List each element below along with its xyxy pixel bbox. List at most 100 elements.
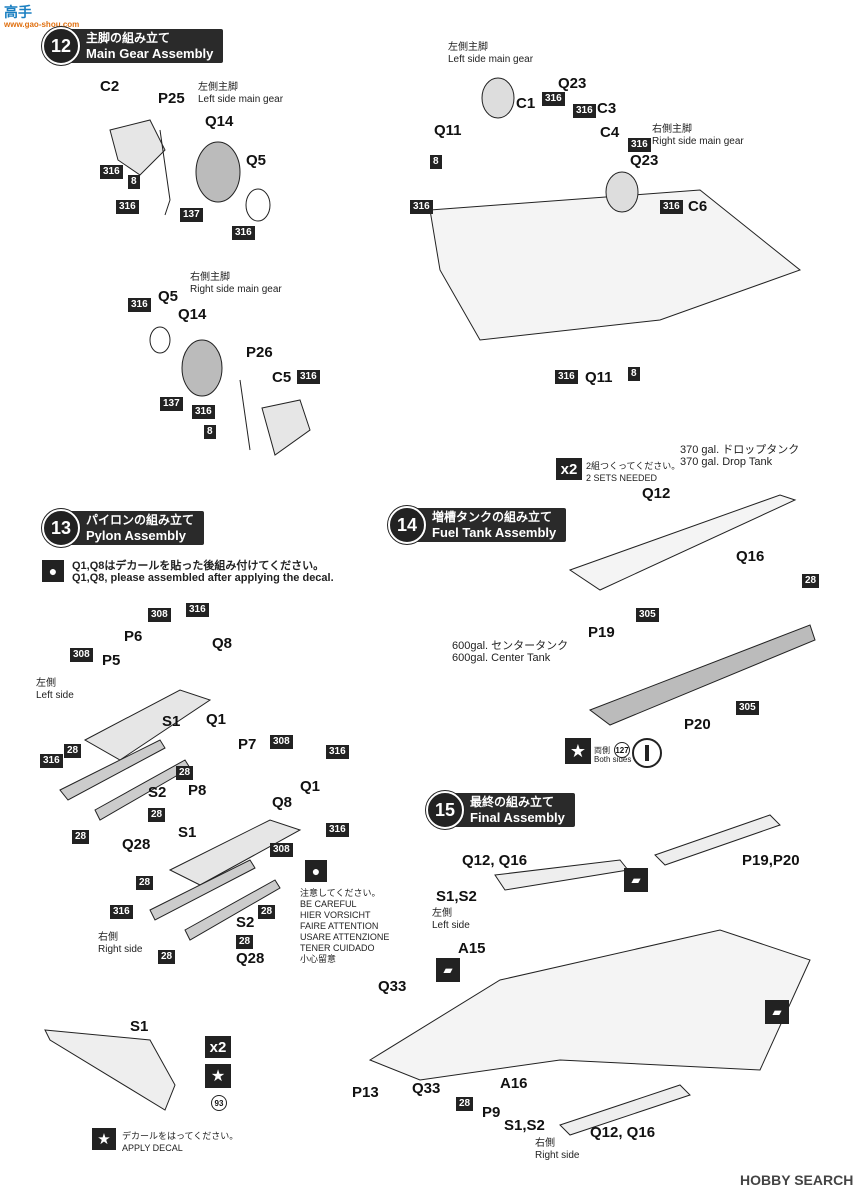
x2-badge-a: x2	[205, 1036, 231, 1058]
careful-de: HIER VORSICHT	[300, 910, 371, 920]
color-316-i: 316	[628, 138, 651, 152]
aircraft-drawing	[368, 929, 811, 1081]
color-308-c: 308	[270, 735, 293, 749]
part-q8-b: Q8	[272, 794, 293, 811]
section-15-title-jp: 最終の組み立て	[470, 795, 555, 809]
color-308-a: 308	[148, 608, 171, 622]
caution-icon: ●	[305, 860, 327, 882]
color-316-n: 316	[40, 754, 63, 768]
right-main-gear-label: 右側主脚 Right side main gear	[190, 272, 282, 296]
part-c3: C3	[597, 100, 617, 117]
star-decal-icon-a: ★	[205, 1064, 231, 1088]
part-q1-b: Q1	[300, 778, 321, 795]
sets-needed-note: 2組つくってください。 2 SETS NEEDED	[586, 460, 680, 484]
pylon-note: Q1,Q8はデカールを貼った後組み付けてください。 Q1,Q8, please …	[72, 560, 334, 584]
left-side-jp: 左側	[36, 678, 56, 689]
gear-right-top-drawing	[605, 171, 639, 213]
color-28-c: 28	[148, 808, 166, 822]
part-p7: P7	[238, 736, 257, 753]
section-14-title-jp: 増槽タンクの組み立て	[432, 510, 553, 524]
part-p20: P20	[684, 716, 711, 733]
part-p9: P9	[482, 1104, 501, 1121]
part-a15: A15	[458, 940, 486, 957]
careful-fr: FAIRE ATTENTION	[300, 921, 379, 931]
part-q11-b: Q11	[585, 369, 613, 386]
hub-q5-left-drawing	[245, 188, 271, 222]
left-main-gear-label: 左側主脚 Left side main gear	[198, 82, 283, 106]
part-q28-a: Q28	[122, 836, 151, 853]
color-8-a: 8	[128, 175, 140, 189]
x2-badge-b: x2	[556, 458, 582, 480]
apply-decal-en: APPLY DECAL	[122, 1143, 183, 1153]
color-28-e: 28	[136, 876, 154, 890]
star-decal-icon-c: ★	[565, 738, 591, 764]
part-p19-p20: P19,P20	[742, 852, 800, 869]
color-308-d: 308	[270, 843, 293, 857]
glue-note-icon: ●	[42, 560, 64, 582]
part-q1-a: Q1	[206, 711, 227, 728]
section-13-title-en: Pylon Assembly	[86, 528, 186, 543]
left-main-gear-jp-2: 左側主脚	[448, 42, 488, 53]
section-12-title-en: Main Gear Assembly	[86, 46, 214, 61]
rail-right-a-drawing	[149, 859, 256, 921]
part-q33-b: Q33	[412, 1080, 441, 1097]
part-p5: P5	[102, 652, 121, 669]
star-decal-icon-b: ★	[92, 1128, 116, 1150]
color-316-k: 316	[660, 200, 683, 214]
decal-stripe-icon-b: ▰	[436, 958, 460, 982]
left-side-label-2: 左側 Left side	[432, 908, 470, 932]
color-28-d: 28	[72, 830, 90, 844]
gear-left-top-drawing	[481, 77, 515, 119]
section-13-number: 13	[42, 509, 80, 547]
drop-tank-drawing	[568, 494, 797, 591]
part-q5-left: Q5	[246, 152, 267, 169]
pylon-s1-right-drawing	[168, 819, 302, 886]
decal-stripe-icon-a: ▰	[624, 868, 648, 892]
part-s1-s2-a: S1,S2	[436, 888, 477, 905]
part-q5-right: Q5	[158, 288, 179, 305]
watermark-line1: 高手	[4, 4, 32, 20]
drop-tank-jp: 370 gal. ドロップタンク	[680, 444, 800, 456]
left-side-en: Left side	[36, 690, 74, 701]
left-side-en-2: Left side	[432, 920, 470, 931]
center-tank-jp: 600gal. センタータンク	[452, 640, 569, 652]
part-q12-q16-a: Q12, Q16	[462, 852, 528, 869]
fuselage-underside-drawing	[429, 189, 802, 341]
left-main-gear-jp: 左側主脚	[198, 82, 238, 93]
hobbysearch-brand: HOBBY SEARCH	[740, 1172, 854, 1188]
center-tank-label: 600gal. センタータンク 600gal. Center Tank	[452, 640, 568, 664]
color-305-b: 305	[736, 701, 759, 715]
part-q23-a: Q23	[558, 75, 587, 92]
apply-decal-jp: デカールをはってください。	[122, 1131, 239, 1141]
color-8-d: 8	[628, 367, 640, 381]
part-p25: P25	[158, 90, 185, 107]
part-s1-b: S1	[178, 824, 197, 841]
careful-it: USARE ATTENZIONE	[300, 932, 390, 942]
part-c2: C2	[100, 78, 120, 95]
left-main-gear-en-2: Left side main gear	[448, 54, 534, 65]
section-13-title-jp: パイロンの組み立て	[86, 513, 195, 527]
part-p6: P6	[124, 628, 143, 645]
left-side-label: 左側 Left side	[36, 678, 74, 702]
part-q14-right: Q14	[178, 306, 207, 323]
watermark-logo: 高手	[4, 2, 32, 22]
part-s2-b: S2	[236, 914, 255, 931]
part-c6: C6	[688, 198, 708, 215]
right-side-label-2: 右側 Right side	[535, 1138, 579, 1162]
gear-strut-left-drawing	[159, 129, 171, 216]
gear-door-c2-drawing	[109, 119, 166, 176]
drop-tank-en: 370 gal. Drop Tank	[680, 456, 773, 468]
hub-q5-right-drawing	[149, 326, 171, 354]
color-28-a: 28	[64, 744, 82, 758]
color-316-e: 316	[297, 370, 320, 384]
color-8-b: 8	[204, 425, 216, 439]
part-s2-a: S2	[148, 784, 167, 801]
careful-en: BE CAREFUL	[300, 899, 357, 909]
left-main-gear-en: Left side main gear	[198, 94, 284, 105]
decal-93: 93	[211, 1095, 227, 1111]
part-q11-a: Q11	[434, 122, 462, 139]
right-main-gear-jp-2: 右側主脚	[652, 124, 692, 135]
